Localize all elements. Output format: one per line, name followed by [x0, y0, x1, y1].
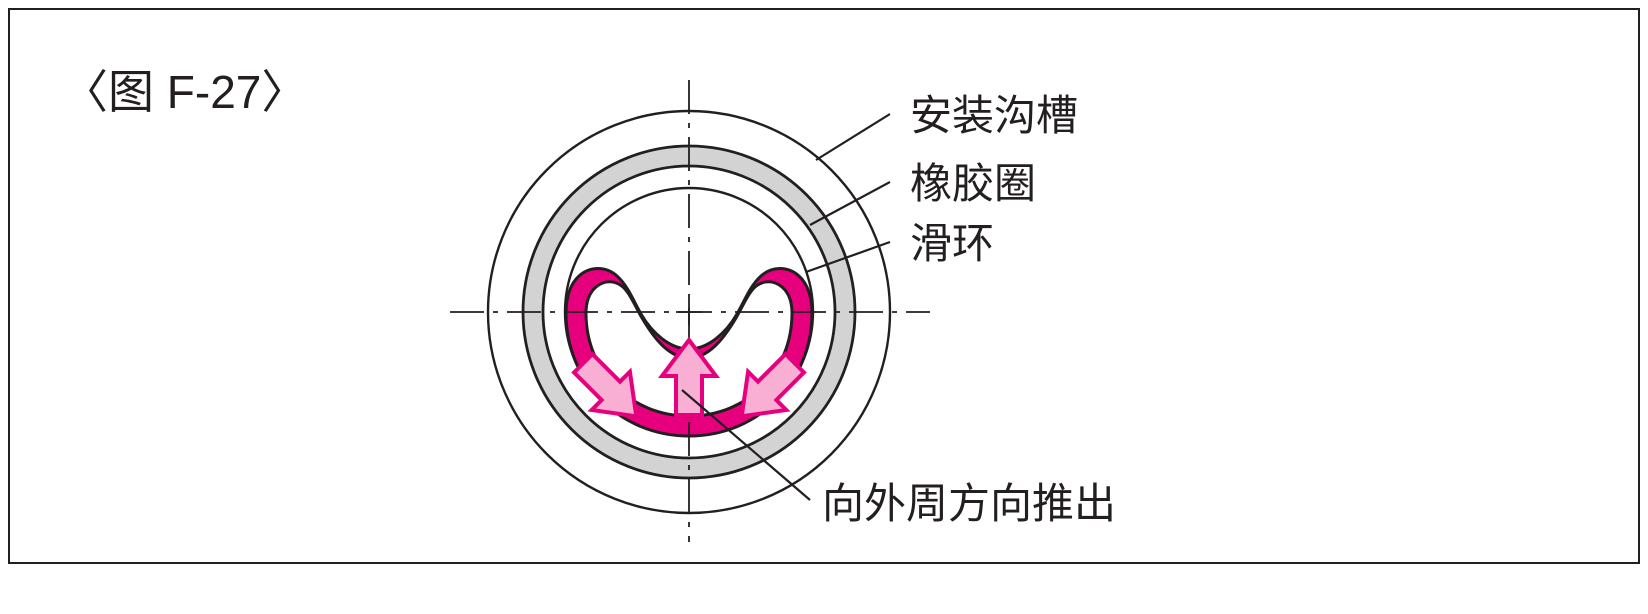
figure-title: 〈图 F-27〉 — [62, 66, 307, 118]
figure-canvas: 〈图 F-27〉 — [62, 66, 1116, 542]
callout-label-push-out-direction: 向外周方向推出 — [822, 480, 1116, 527]
leader-line-push-out-direction — [681, 389, 811, 501]
callout-label-mounting-groove: 安装沟槽 — [910, 92, 1078, 139]
seal-cross-section-diagram — [450, 80, 930, 542]
callout-label-rubber-ring: 橡胶圈 — [910, 160, 1036, 207]
arrow-left-downleft — [571, 351, 639, 419]
center-cross-marker — [676, 299, 702, 325]
figure-frame: 〈图 F-27〉 — [8, 8, 1640, 564]
leader-line-rubber-ring — [809, 181, 891, 226]
arrow-right-downright — [739, 351, 807, 419]
arrow-center-up — [658, 336, 720, 417]
pressure-arrows-group — [571, 336, 807, 419]
leader-line-slide-ring — [805, 240, 891, 274]
callouts-group: 安装沟槽 橡胶圈 滑环 向外周方向推出 — [681, 92, 1116, 527]
leader-line-mounting-groove — [815, 113, 891, 161]
callout-label-slide-ring: 滑环 — [910, 220, 994, 267]
